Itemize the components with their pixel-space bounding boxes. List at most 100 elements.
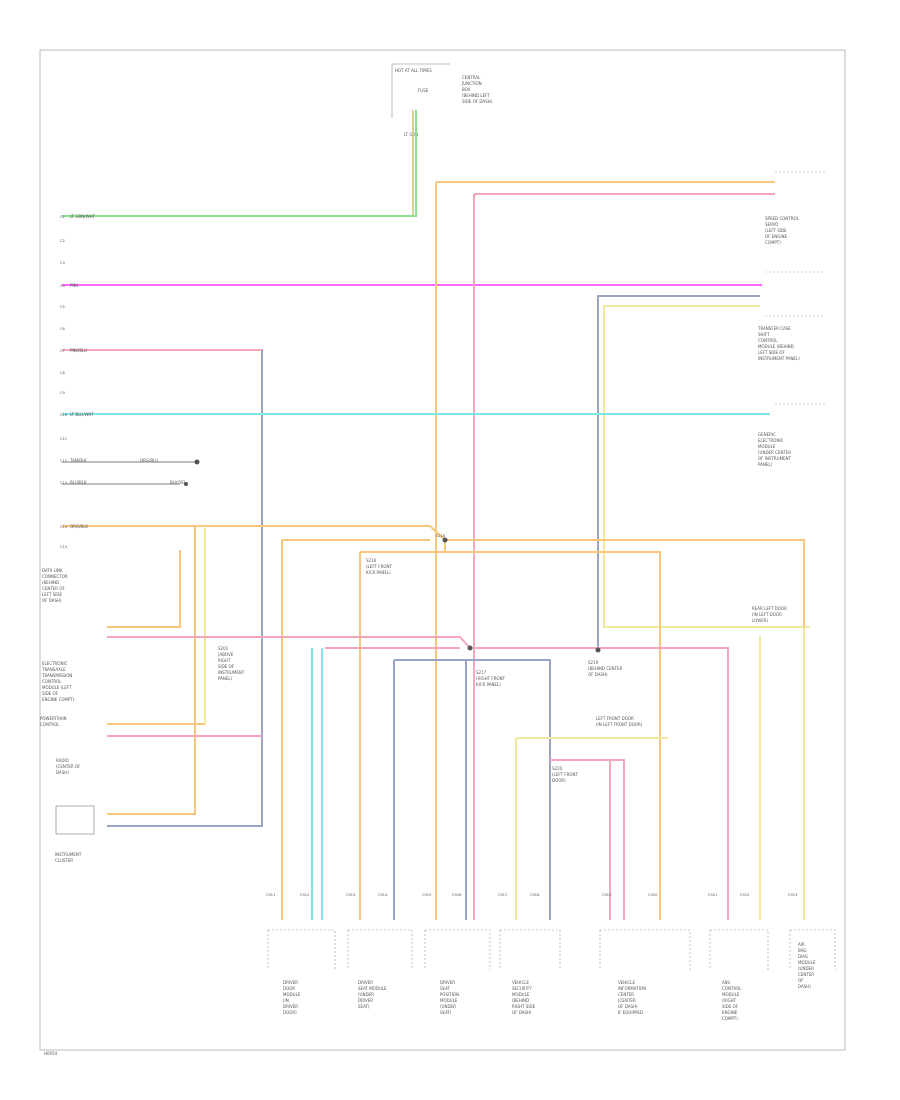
module-pin: C919 (602, 893, 612, 897)
rear-door-text: LOWER) (752, 618, 768, 623)
splice-s220-text: (LEFT FRONT (552, 772, 578, 777)
module-pin: C916 (452, 893, 462, 897)
module-label: INFORMATION (618, 986, 646, 991)
lf-door-text: LEFT FRONT DOOR (596, 716, 634, 721)
diagram-border (39, 49, 846, 1051)
pin-label: C5 (60, 305, 65, 309)
splice-text: PANEL) (218, 676, 233, 681)
splice-text: SIDE OF (218, 664, 235, 669)
module-label: DIAG (798, 954, 808, 959)
etm-text: TRANSMISSION (41, 673, 72, 678)
module-label: DRIVER (358, 998, 373, 1003)
pcm-text: POWERTRAIN (40, 716, 67, 721)
splice-s219-text: OF DASH) (588, 672, 608, 677)
etm-text: TRANSAXLE (41, 667, 66, 672)
generic-module-text: ELECTRONIC (758, 438, 784, 443)
transfer-case-text: MODULE (BEHIND (758, 344, 794, 349)
top-connector-title: HOT AT ALL TIMES (395, 68, 432, 73)
dlc-text: LEFT SIDE (42, 592, 63, 597)
module-pin: C912 (300, 893, 309, 897)
splice-s220: S220 (552, 766, 563, 771)
module-label: SEAT (440, 986, 450, 991)
splice-text: RIGHT (218, 658, 231, 663)
module-pin: C915 (422, 893, 431, 897)
generic-module-text: GENERIC (758, 432, 776, 437)
module-pin: C914 (378, 893, 388, 897)
etm-text: ELECTRONIC (42, 661, 68, 666)
etm-text: CONTROL (42, 679, 62, 684)
wire-light-pink-cross (107, 636, 729, 920)
transfer-case-text: CONTROL (758, 338, 778, 343)
module-pin: C922 (740, 893, 749, 897)
splice-text: S201 (218, 646, 229, 651)
bottom-modules: C911 C912 DRIVER DOOR MODULE (IN DRIVER … (266, 893, 836, 1021)
module-label: SEAT MODULE (358, 986, 387, 991)
figure-code: H0054 (44, 1051, 58, 1056)
module-label: OF DASH) (512, 1010, 532, 1015)
module-label: (RIGHT (722, 998, 737, 1003)
dlc-text: CENTER OF (42, 586, 65, 591)
module-label: (CENTER (618, 998, 636, 1003)
module-label: MODULE (722, 992, 740, 997)
module-label: ENGINE (722, 1010, 738, 1015)
module-label: MODULE (798, 960, 816, 965)
module-pin: C917 (498, 893, 507, 897)
dlc-text: OF DASH) (42, 598, 62, 603)
splice-s217: S217 (476, 670, 487, 675)
wire-label: LT BLU/WHT (70, 412, 94, 417)
rear-door-text: REAR LEFT DOOR (752, 606, 787, 611)
top-connector-line: CENTRAL (462, 75, 481, 80)
wire-label: ORG/BLK (70, 524, 88, 529)
pin-label: C1 (60, 215, 65, 219)
module-label: DRIVER (283, 980, 298, 985)
module-label: POSITION (440, 992, 459, 997)
wire-orange-s219 (444, 540, 661, 920)
wire-gray-blue-left (107, 350, 263, 827)
wire-light-green (62, 110, 417, 217)
generic-module-text: MODULE (758, 444, 776, 449)
splice-s217-text: KICK PANEL) (476, 682, 501, 687)
wire-light-pink-top (473, 193, 775, 920)
wire-label: LT GRN/WHT (70, 214, 96, 219)
module-label: RIGHT SIDE (512, 1004, 536, 1009)
module-label: SEAT) (358, 1004, 370, 1009)
splice-s217-text: (RIGHT FRONT (476, 676, 506, 681)
module-label: (BEHIND (512, 998, 529, 1003)
top-connector-line: BOX (462, 87, 471, 92)
module-label: VEHICLE (512, 980, 529, 985)
wire-label: BLU/BLK (70, 480, 87, 485)
module-label: COMPT) (722, 1016, 738, 1021)
module-pin: C911 (266, 893, 275, 897)
radio-text: DASH) (56, 770, 69, 775)
module-label: OF DASH) (618, 1004, 638, 1009)
module-label: MODULE (512, 992, 530, 997)
left-connector: C1 C2 C3 C4 C5 C6 C7 C8 C9 C10 C11 C12 C… (40, 214, 245, 863)
pin-label: C9 (60, 391, 66, 395)
pin-label: C11 (60, 437, 67, 441)
pin-label: C2 (60, 239, 65, 243)
speed-control-text: COMPT) (765, 240, 781, 245)
wires (62, 110, 810, 920)
fuse-label: FUSE (418, 88, 429, 93)
splice-s216: S216 (366, 558, 377, 563)
instrument-text: CLUSTER (55, 858, 73, 863)
pin-label: C6 (60, 327, 66, 331)
pin-label: C10 (60, 413, 68, 417)
module-label: OF (798, 978, 804, 983)
module-label: SIDE OF (722, 1004, 739, 1009)
module-label: (UNDER (440, 1004, 456, 1009)
radio-text: (CENTER OF (56, 764, 81, 769)
wire-label: PNK (70, 283, 78, 288)
module-label: (IN (283, 998, 289, 1003)
pin-label: C13 (60, 481, 67, 485)
pin-label: C12 (60, 459, 67, 463)
pin-label: C4 (60, 284, 66, 288)
pin-label: C14 (60, 525, 68, 529)
wire-gray-blue-right (597, 295, 760, 650)
wire-yellow-lower (515, 737, 668, 920)
splice-s219: S219 (588, 660, 599, 665)
wire-label: BLK/YEL (170, 480, 187, 485)
module-label: DRIVER (283, 1004, 298, 1009)
module-pin: C913 (346, 893, 355, 897)
module-label: DOOR (283, 986, 295, 991)
